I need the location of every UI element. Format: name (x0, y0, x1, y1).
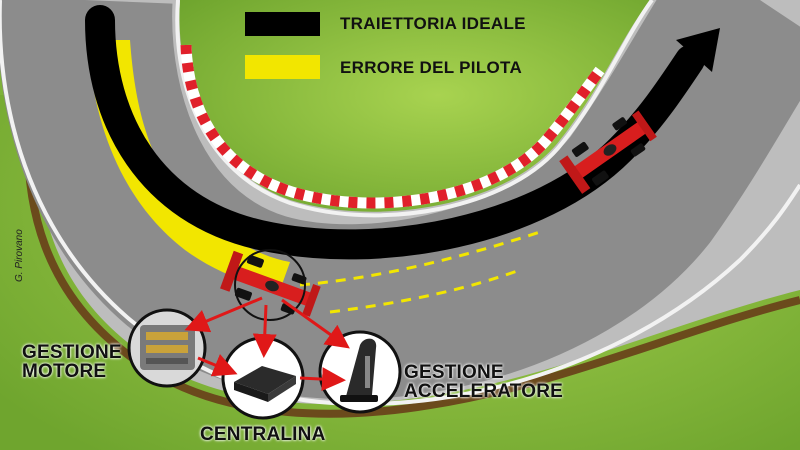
kerb-red (180, 44, 605, 209)
outer-barrier (23, 94, 800, 418)
arrow-car-to-engine (184, 296, 263, 333)
label-engine-management: GESTIONE MOTORE (22, 343, 122, 381)
legend-swatch-error (245, 55, 320, 79)
label-engine-management-line1: GESTIONE (22, 342, 122, 363)
legend-swatch-ideal (245, 12, 320, 36)
label-ecu: CENTRALINA (200, 424, 326, 445)
track-asphalt (0, 0, 800, 400)
label-engine-management-line2: MOTORE (22, 361, 107, 382)
legend-label-ideal-trajectory: TRAIETTORIA IDEALE (340, 14, 526, 33)
arrow-car-to-ecu (252, 304, 277, 358)
legend-label-driver-error: ERRORE DEL PILOTA (340, 58, 523, 77)
arrow-ecu-to-throttle (299, 367, 346, 392)
ideal-trajectory-arrowhead (676, 28, 720, 72)
ecu-detail-circle (221, 336, 305, 420)
error-dashed-line-lower (329, 268, 521, 314)
label-throttle-management-line2: ACCELERATORE (404, 381, 563, 402)
image-credit: G. Pirovano (14, 229, 25, 282)
car-focus-ring (234, 249, 306, 321)
engine-detail-circle (127, 308, 207, 388)
car-on-error-line (220, 250, 321, 317)
label-throttle-management: GESTIONE ACCELERATORE (404, 363, 563, 401)
throttle-detail-circle (318, 330, 402, 414)
car-on-ideal-line (559, 110, 657, 194)
arrow-engine-to-ecu (197, 354, 238, 377)
arrow-car-to-throttle (281, 298, 350, 349)
label-throttle-management-line1: GESTIONE (404, 362, 504, 383)
